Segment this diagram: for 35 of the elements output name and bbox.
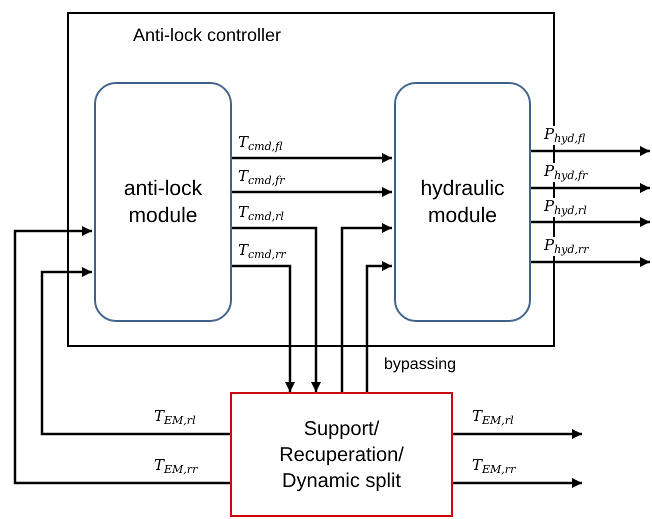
edge-label: P$_{hyd,fl}$ <box>542 126 588 145</box>
edge-label: P$_{hyd,fr}$ <box>542 163 590 182</box>
arrow <box>529 183 650 193</box>
arrow <box>14 226 230 484</box>
edge-label: T$_{EM,rl}$ <box>470 408 516 427</box>
arrow <box>529 217 650 227</box>
controller-frame <box>67 12 555 347</box>
process-box <box>230 392 453 517</box>
edge-label: T$_{EM,rl}$ <box>152 408 198 427</box>
arrow <box>230 187 392 197</box>
edge-label: T$_{cmd,fr}$ <box>236 168 286 187</box>
edge-label: P$_{hyd,rl}$ <box>542 198 589 217</box>
edge-label: T$_{cmd,rl}$ <box>236 204 286 223</box>
edge-label: T$_{EM,rr}$ <box>152 457 200 476</box>
note-text: bypassing <box>384 356 456 374</box>
box-label: hydraulic module <box>419 176 506 229</box>
arrow <box>453 429 582 439</box>
arrow <box>529 257 650 267</box>
arrow <box>366 261 392 392</box>
module-box <box>394 82 531 322</box>
arrow <box>230 153 392 163</box>
edge-label: T$_{EM,rr}$ <box>470 457 518 476</box>
arrow <box>529 146 650 156</box>
edge-label: P$_{hyd,rr}$ <box>542 237 590 256</box>
box-label: anti-lock module <box>122 176 204 229</box>
arrow <box>453 478 582 488</box>
arrow <box>230 226 321 392</box>
box-label: Support/ Recuperation/ Dynamic split <box>278 416 405 494</box>
frame-title: Anti-lock controller <box>133 25 282 46</box>
module-box <box>94 82 232 322</box>
edge-label: T$_{cmd,rr}$ <box>236 242 288 261</box>
arrow <box>340 223 392 392</box>
arrow <box>40 267 230 436</box>
arrow <box>230 264 295 392</box>
edge-label: T$_{cmd,fl}$ <box>236 134 284 153</box>
